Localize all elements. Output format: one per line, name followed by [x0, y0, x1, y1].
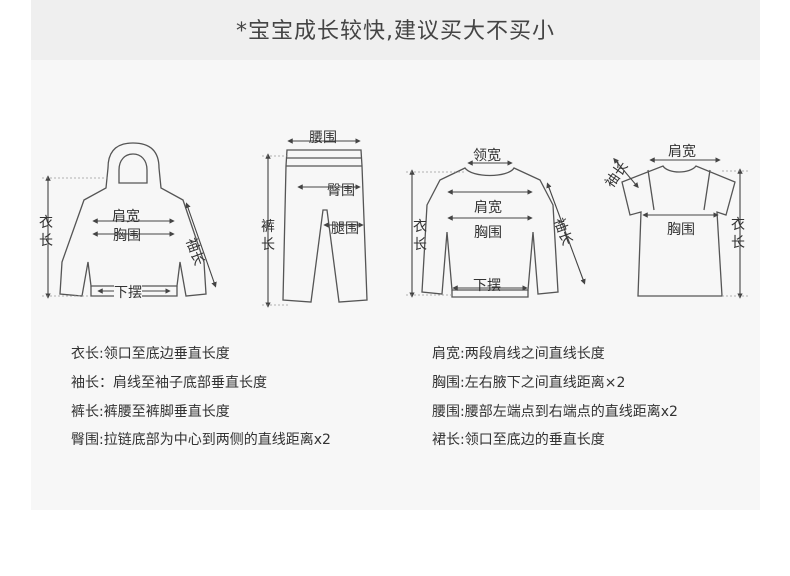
pants-length-label: 裤长	[261, 219, 275, 253]
page-title: *宝宝成长较快,建议买大不买小	[236, 19, 555, 44]
hoodie-chest-label: 胸围	[113, 228, 141, 244]
pants-hip-label: 臀围	[327, 183, 355, 199]
tshirt-diagram	[621, 165, 736, 297]
sweater-shoulder-label: 肩宽	[474, 200, 502, 216]
tshirt-chest-label: 胸围	[667, 222, 695, 238]
sweater-hem-label: 下摆	[473, 278, 501, 294]
hoodie-hem-label: 下摆	[114, 282, 142, 302]
tshirt-length-label: 衣长	[731, 217, 745, 251]
hoodie-length-label: 衣长	[39, 215, 53, 249]
pants-thigh-label: 腿围	[331, 221, 359, 237]
sweater-collar-label: 领宽	[473, 148, 501, 164]
desc-skirt-length: 裙长:领口至底边的垂直长度	[432, 432, 605, 448]
hoodie-shoulder-label: 肩宽	[112, 209, 140, 225]
desc-chest: 胸围:左右腋下之间直线距离×2	[432, 375, 626, 391]
garment-diagrams	[42, 138, 748, 308]
tshirt-shoulder-label: 肩宽	[668, 144, 696, 160]
pants-diagram	[282, 149, 368, 303]
sweater-chest-label: 胸围	[474, 225, 502, 241]
sweater-length-label: 衣长	[413, 219, 427, 253]
desc-sleeve-length: 袖长：肩线至袖子底部垂直长度	[71, 375, 267, 391]
header-bar: *宝宝成长较快,建议买大不买小	[31, 0, 760, 60]
desc-shoulder: 肩宽:两段肩线之间直线长度	[432, 346, 605, 362]
desc-hip: 臀围:拉链底部为中心到两侧的直线距离x2	[71, 432, 331, 448]
desc-waist: 腰围:腰部左端点到右端点的直线距离x2	[432, 404, 678, 420]
desc-body-length: 衣长:领口至底边垂直长度	[71, 346, 230, 362]
pants-waist-label: 腰围	[309, 130, 337, 146]
desc-pants-length: 裤长:裤腰至裤脚垂直长度	[71, 404, 230, 420]
